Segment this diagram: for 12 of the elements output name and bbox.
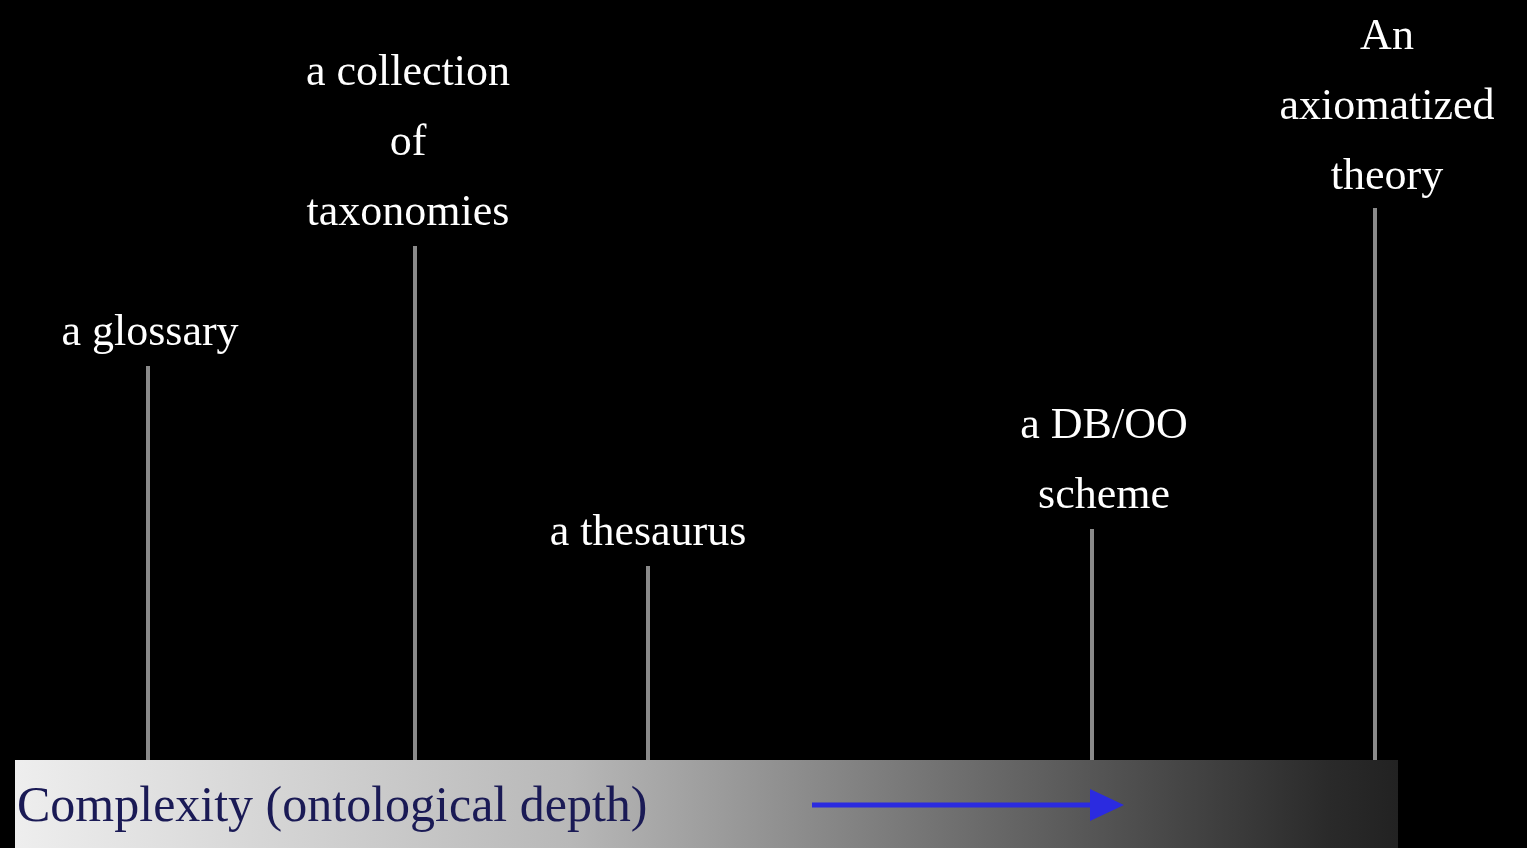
- leader-line: [646, 566, 650, 760]
- category-label: a thesaurus: [549, 505, 747, 557]
- leader-line: [1373, 208, 1377, 760]
- category-label: a glossary: [61, 305, 239, 357]
- leader-line: [413, 246, 417, 760]
- axis-label: Complexity (ontological depth): [17, 775, 648, 833]
- leader-line: [1090, 529, 1094, 760]
- leader-line: [146, 366, 150, 760]
- category-label: a DB/OO scheme: [1019, 398, 1189, 520]
- gradient-bar: [15, 760, 1398, 848]
- category-label: An axiomatized theory: [1278, 9, 1496, 201]
- category-label: a collection of taxonomies: [305, 45, 511, 237]
